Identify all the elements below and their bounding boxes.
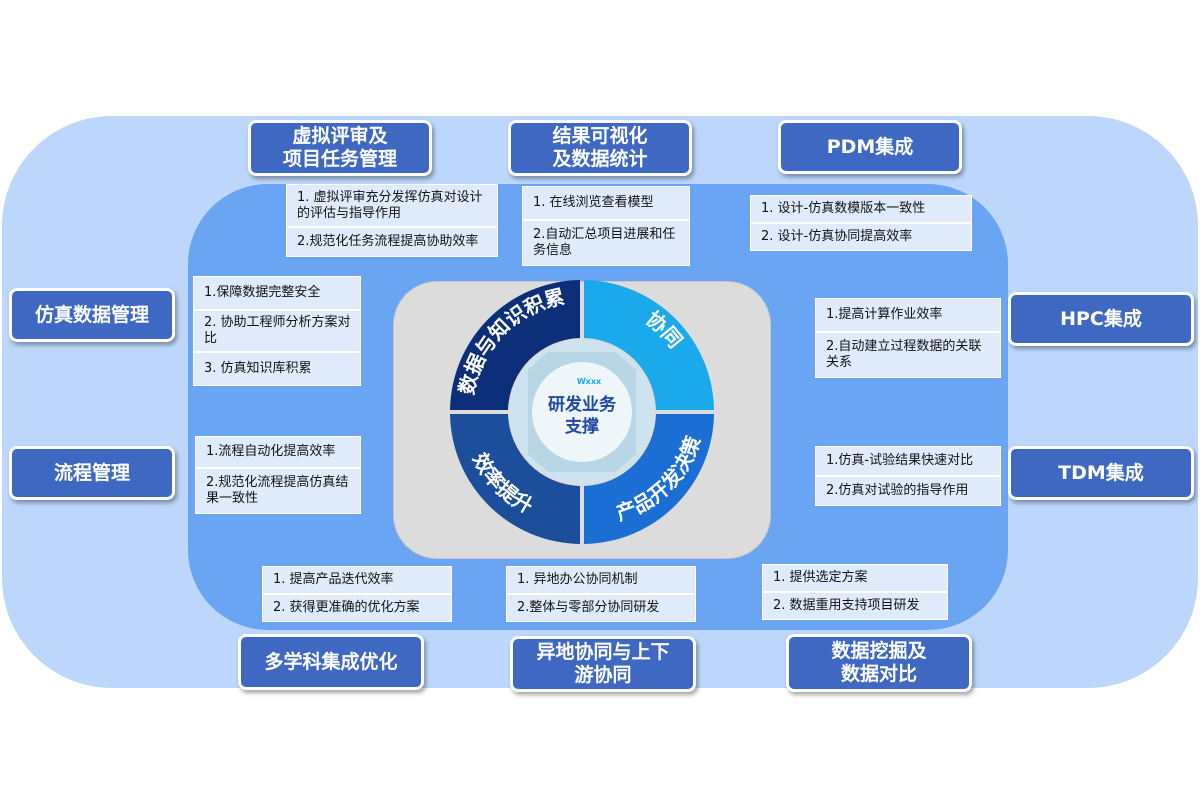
list-process-management: 1.流程自动化提高效率 2.规范化流程提高仿真结果一致性 bbox=[195, 436, 361, 514]
list-data-mining: 1. 提供选定方案 2. 数据重用支持项目研发 bbox=[762, 564, 948, 620]
list-item: 1.仿真-试验结果快速对比 bbox=[815, 446, 1001, 476]
list-item: 1. 提高产品迭代效率 bbox=[262, 566, 452, 594]
logo-mark: Wxxx bbox=[577, 377, 602, 386]
list-tdm-integration: 1.仿真-试验结果快速对比 2.仿真对试验的指导作用 bbox=[815, 446, 1001, 506]
hub-text-line1: 研发业务 bbox=[548, 394, 617, 415]
list-item: 2. 获得更准确的优化方案 bbox=[262, 594, 452, 622]
list-multidisciplinary-optimization: 1. 提高产品迭代效率 2. 获得更准确的优化方案 bbox=[262, 566, 452, 622]
list-item: 2.整体与零部分协同研发 bbox=[506, 594, 696, 622]
list-item: 1. 虚拟评审充分发挥仿真对设计的评估与指导作用 bbox=[286, 184, 498, 227]
tag-data-mining-label: 数据挖掘及 数据对比 bbox=[831, 640, 927, 685]
list-item: 2.规范化任务流程提高协助效率 bbox=[286, 227, 498, 257]
list-item: 2.仿真对试验的指导作用 bbox=[815, 476, 1001, 506]
list-item: 1. 提供选定方案 bbox=[762, 564, 948, 592]
tag-result-visualization-label: 结果可视化 及数据统计 bbox=[552, 125, 648, 170]
tag-multidisciplinary-optimization: 多学科集成优化 bbox=[238, 634, 424, 690]
list-item: 2. 数据重用支持项目研发 bbox=[762, 592, 948, 620]
list-virtual-review: 1. 虚拟评审充分发挥仿真对设计的评估与指导作用 2.规范化任务流程提高协助效率 bbox=[286, 184, 498, 257]
tag-data-mining: 数据挖掘及 数据对比 bbox=[786, 634, 972, 692]
tag-hpc-integration: HPC集成 bbox=[1008, 292, 1194, 346]
segment-collaboration bbox=[584, 280, 714, 410]
tag-multidisciplinary-optimization-label: 多学科集成优化 bbox=[264, 650, 398, 673]
list-sim-data-management: 1.保障数据完整安全 2. 协助工程师分析方案对比 3. 仿真知识库积累 bbox=[193, 276, 361, 386]
list-item: 1. 异地办公协同机制 bbox=[506, 566, 696, 594]
list-item: 2. 设计-仿真协同提高效率 bbox=[750, 223, 972, 251]
list-item: 2.自动汇总项目进展和任务信息 bbox=[522, 220, 690, 266]
tag-process-management-label: 流程管理 bbox=[53, 461, 130, 484]
list-hpc-integration: 1.提高计算作业效率 2.自动建立过程数据的关联关系 bbox=[815, 298, 1001, 378]
list-remote-collaboration: 1. 异地办公协同机制 2.整体与零部分协同研发 bbox=[506, 566, 696, 622]
segment-data-knowledge bbox=[450, 280, 580, 410]
list-item: 3. 仿真知识库积累 bbox=[193, 352, 361, 386]
tag-hpc-integration-label: HPC集成 bbox=[1060, 307, 1142, 330]
tag-pdm-integration: PDM集成 bbox=[778, 120, 962, 174]
list-item: 1.提高计算作业效率 bbox=[815, 298, 1001, 332]
tag-remote-collaboration: 异地协同与上下 游协同 bbox=[510, 636, 696, 692]
tag-remote-collaboration-label: 异地协同与上下 游协同 bbox=[536, 641, 670, 686]
segment-efficiency bbox=[450, 414, 580, 544]
tag-sim-data-management-label: 仿真数据管理 bbox=[34, 303, 149, 326]
tag-sim-data-management: 仿真数据管理 bbox=[9, 288, 175, 342]
hub-core bbox=[532, 362, 632, 462]
list-item: 2.规范化流程提高仿真结果一致性 bbox=[195, 468, 361, 514]
list-result-visualization: 1. 在线浏览查看模型 2.自动汇总项目进展和任务信息 bbox=[522, 186, 690, 266]
list-item: 2. 协助工程师分析方案对比 bbox=[193, 310, 361, 352]
list-item: 1. 设计-仿真数模版本一致性 bbox=[750, 195, 972, 223]
list-item: 1.保障数据完整安全 bbox=[193, 276, 361, 310]
tag-tdm-integration: TDM集成 bbox=[1008, 446, 1194, 500]
tag-result-visualization: 结果可视化 及数据统计 bbox=[508, 120, 692, 176]
tag-process-management: 流程管理 bbox=[9, 446, 175, 500]
hub-text-line2: 支撑 bbox=[565, 416, 599, 437]
tag-virtual-review-label: 虚拟评审及 项目任务管理 bbox=[282, 125, 397, 170]
segment-product-decision bbox=[584, 414, 714, 544]
list-item: 1. 在线浏览查看模型 bbox=[522, 186, 690, 220]
list-item: 1.流程自动化提高效率 bbox=[195, 436, 361, 468]
list-pdm-integration: 1. 设计-仿真数模版本一致性 2. 设计-仿真协同提高效率 bbox=[750, 195, 972, 251]
tag-pdm-integration-label: PDM集成 bbox=[826, 135, 914, 158]
tag-tdm-integration-label: TDM集成 bbox=[1058, 461, 1144, 484]
list-item: 2.自动建立过程数据的关联关系 bbox=[815, 332, 1001, 378]
tag-virtual-review: 虚拟评审及 项目任务管理 bbox=[248, 120, 432, 176]
